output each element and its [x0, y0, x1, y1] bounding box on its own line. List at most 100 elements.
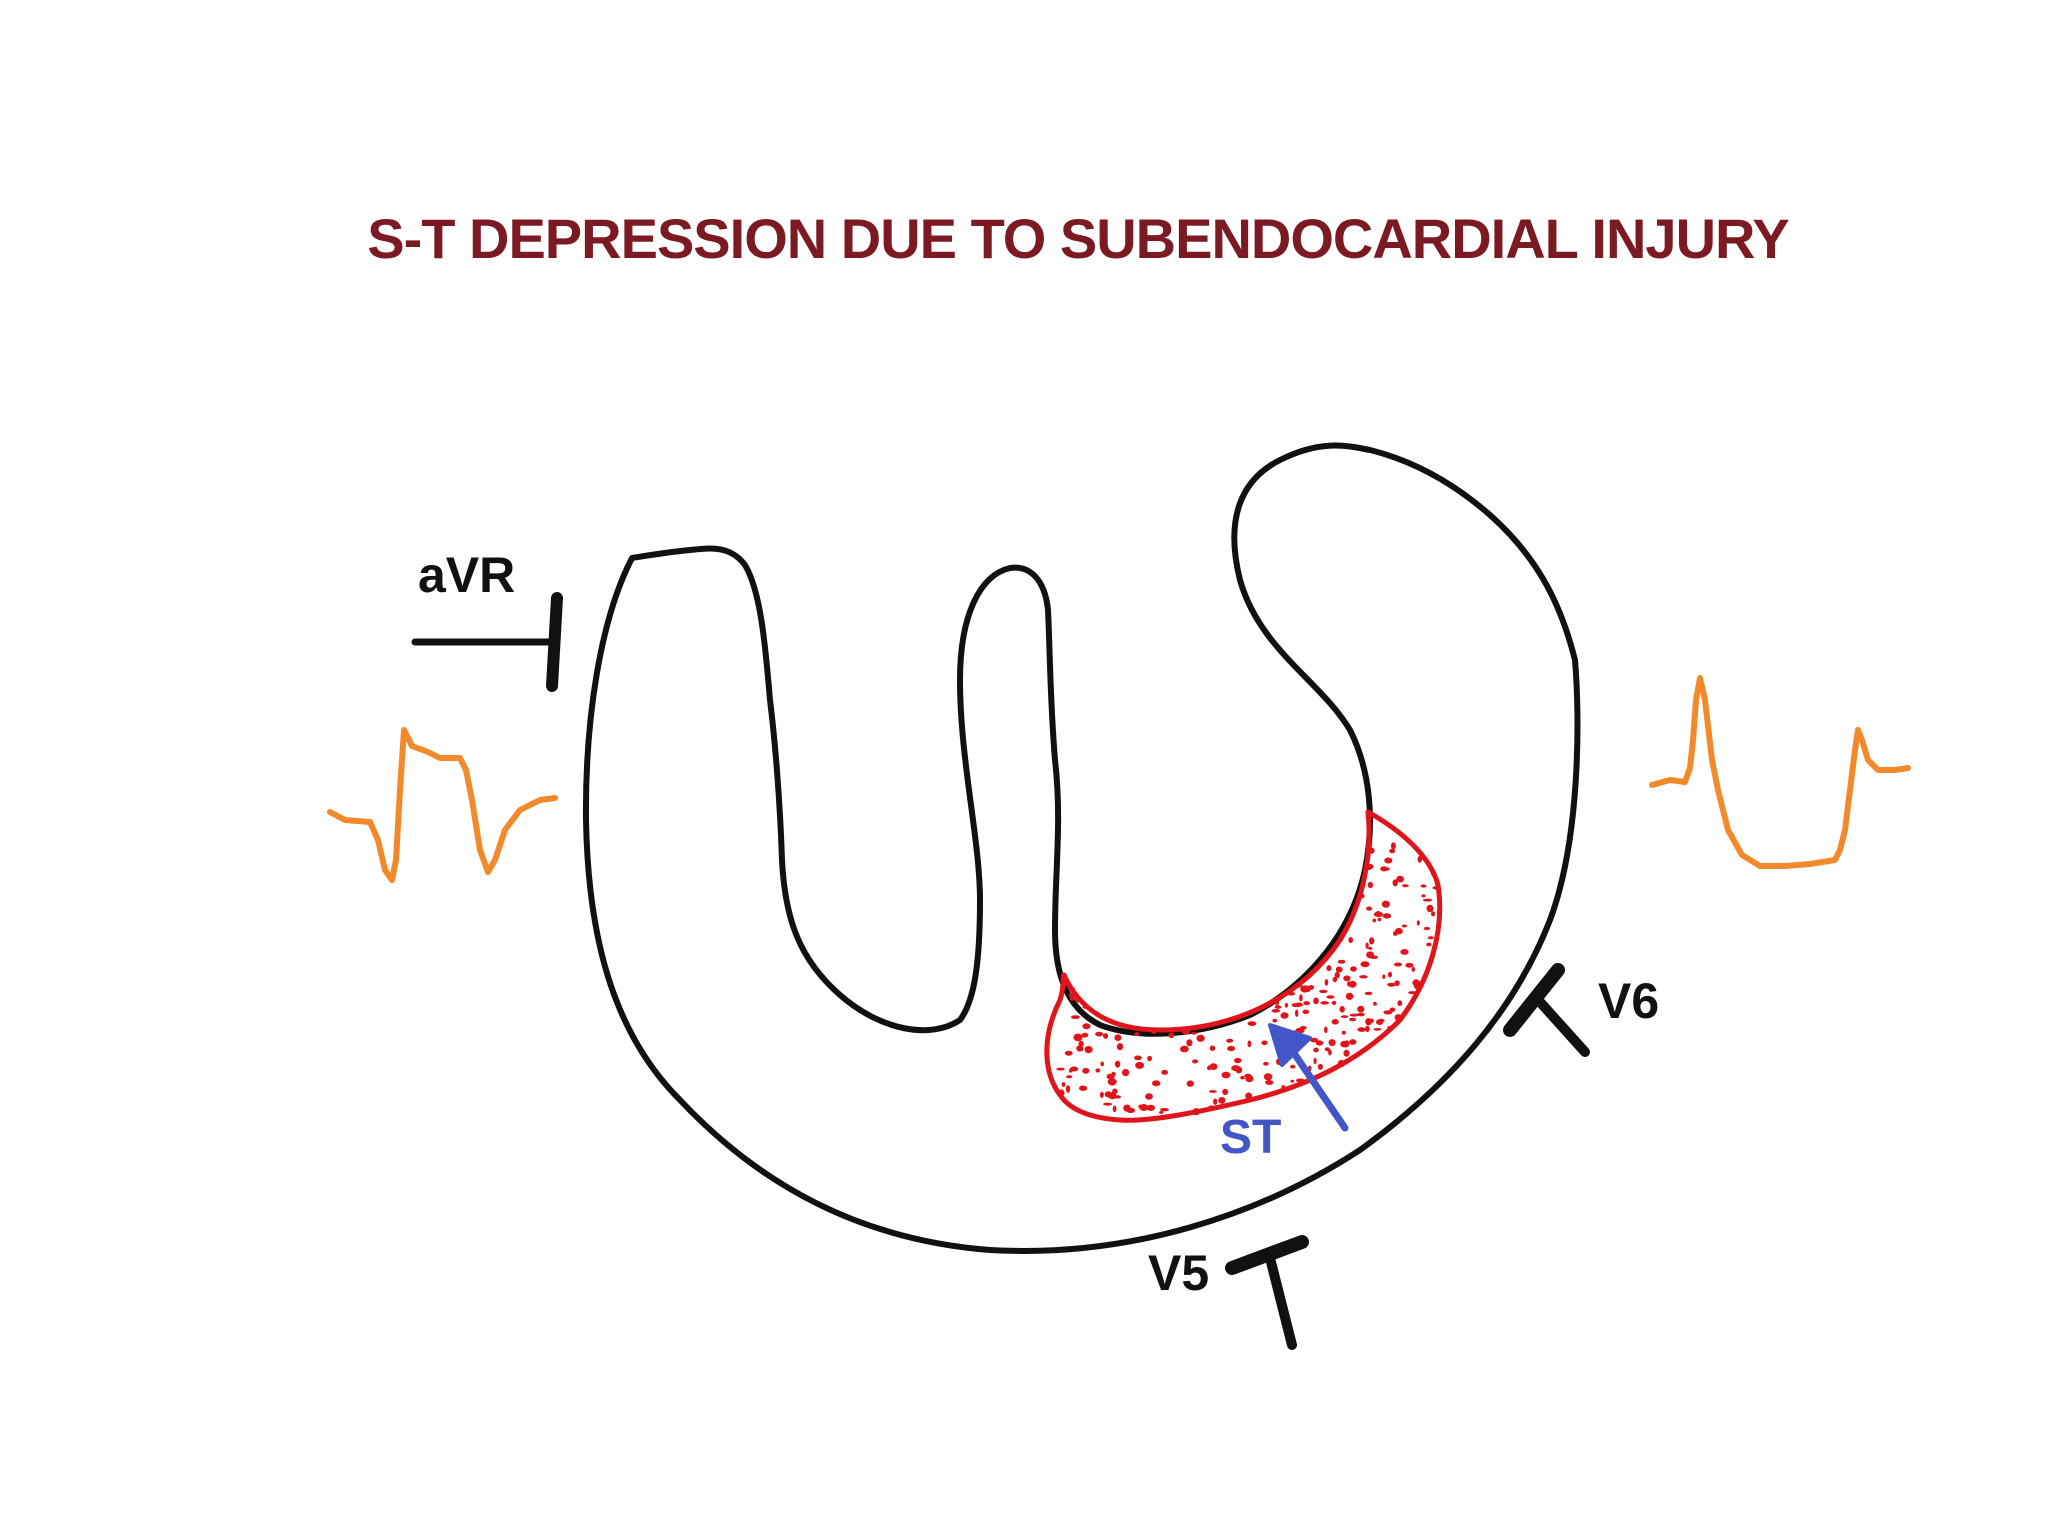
injury-speckle: [1326, 965, 1332, 972]
injury-speckle: [1432, 886, 1441, 890]
injury-speckle: [1417, 855, 1423, 863]
injury-speckle: [1335, 966, 1343, 973]
st-label: ST: [1220, 1111, 1281, 1164]
injury-speckle: [1263, 1061, 1269, 1066]
injury-speckle: [1423, 926, 1431, 931]
injury-speckle: [1365, 1025, 1370, 1032]
injury-speckle: [1394, 927, 1403, 935]
injury-speckle: [1359, 975, 1368, 979]
injury-speckle: [1295, 1027, 1303, 1033]
injury-speckle: [1275, 1005, 1280, 1009]
injury-speckle: [1209, 1063, 1218, 1070]
injury-speckle: [1313, 1047, 1319, 1053]
injury-speckle: [1373, 911, 1383, 917]
injury-speckle: [1084, 1046, 1093, 1054]
injury-speckle: [1349, 1039, 1357, 1045]
injury-speckle: [1384, 857, 1393, 864]
ecg-trace-avr: [327, 727, 558, 883]
injury-speckle: [1303, 985, 1311, 993]
injury-speckle: [1295, 1078, 1305, 1083]
injury-speckle: [1320, 1001, 1329, 1005]
injury-speckle: [1408, 991, 1417, 995]
injury-speckle: [1057, 1089, 1065, 1097]
injury-speckle: [1209, 1045, 1216, 1051]
injury-speckle: [1180, 1045, 1189, 1053]
injury-speckle: [1360, 961, 1370, 968]
injury-speckle: [1081, 1032, 1089, 1038]
injury-speckle: [1310, 1037, 1319, 1043]
injury-speckle: [1349, 1013, 1359, 1017]
injury-speckle: [1376, 1019, 1384, 1025]
injury-speckle: [1082, 1023, 1091, 1030]
subendocardial-injury-zone: [1044, 809, 1443, 1123]
injury-speckle: [1387, 1025, 1395, 1030]
injury-speckle: [1082, 1067, 1090, 1074]
injury-speckle: [1074, 997, 1080, 1003]
injury-speckle: [1383, 1010, 1393, 1015]
injury-speckle: [1107, 1078, 1117, 1086]
ecg-trace-v6: [1649, 675, 1911, 869]
injury-speckle: [1192, 1108, 1200, 1116]
lead-avr-label: aVR: [418, 547, 515, 603]
injury-speckle: [1159, 1111, 1164, 1114]
injury-speckle: [1369, 955, 1379, 959]
injury-speckle: [1348, 980, 1357, 988]
injury-speckle: [1315, 1040, 1324, 1046]
injury-speckle: [1066, 1075, 1073, 1079]
injury-speckle: [1426, 942, 1432, 947]
injury-speckle: [1326, 995, 1335, 999]
injury-speckle: [1337, 1060, 1346, 1067]
injury-speckle: [1405, 962, 1414, 968]
injury-speckle: [1235, 1066, 1243, 1074]
injury-speckle: [1114, 1095, 1121, 1099]
injury-speckle: [1389, 1007, 1396, 1012]
injury-speckle: [1430, 869, 1436, 877]
injury-speckle: [1218, 1097, 1226, 1104]
injury-speckle: [1421, 894, 1426, 898]
injury-speckle: [1261, 1040, 1268, 1046]
lead-v5: V5: [1148, 1235, 1309, 1350]
injury-speckle: [1389, 848, 1396, 854]
injury-speckle: [1281, 1085, 1286, 1089]
injury-speckle: [1190, 1031, 1198, 1035]
injury-speckle: [1367, 881, 1374, 889]
injury-speckle: [1284, 1002, 1289, 1008]
injury-speckle: [1401, 924, 1408, 928]
injury-speckle: [1271, 1009, 1281, 1013]
injury-speckle: [1426, 904, 1434, 913]
injury-speckle: [1368, 847, 1375, 854]
injury-speckle: [1339, 1005, 1345, 1013]
injury-speckle: [1319, 989, 1328, 994]
injury-speckle: [1328, 1049, 1332, 1056]
injury-speckle: [1226, 1038, 1234, 1043]
electrode-icon: [1265, 1253, 1297, 1350]
injury-speckle: [1377, 917, 1382, 922]
injury-speckle: [1067, 987, 1076, 991]
electrode-icon: [1535, 997, 1590, 1057]
injury-speckle: [1313, 1057, 1317, 1065]
injury-speckle: [1397, 1000, 1403, 1007]
injury-speckle: [1134, 1032, 1140, 1037]
injury-speckle: [1247, 1040, 1252, 1048]
injury-speckle: [1186, 1080, 1195, 1087]
injury-speckle: [1390, 842, 1396, 850]
injury-speckle: [1104, 1091, 1112, 1098]
injury-speckle: [1116, 1043, 1124, 1051]
injury-speckle: [1381, 900, 1390, 908]
injury-speckle: [1396, 875, 1404, 883]
injury-speckle: [1114, 1060, 1121, 1068]
injury-speckle: [1095, 1068, 1101, 1073]
injury-speckle: [1303, 1001, 1311, 1006]
injury-speckle: [1123, 1104, 1131, 1112]
diagram-title: S-T DEPRESSION DUE TO SUBENDOCARDIAL INJ…: [367, 207, 1789, 270]
injury-speckle: [1135, 1061, 1145, 1069]
injury-speckle: [1382, 913, 1392, 919]
injury-speckle: [1348, 937, 1353, 944]
injury-speckles: [1056, 842, 1441, 1116]
injury-speckle: [1208, 1090, 1217, 1093]
injury-speckle: [1387, 971, 1393, 978]
injury-speckle: [1280, 1012, 1289, 1019]
injury-speckle: [1394, 1014, 1402, 1021]
injury-speckle: [1247, 1021, 1257, 1026]
